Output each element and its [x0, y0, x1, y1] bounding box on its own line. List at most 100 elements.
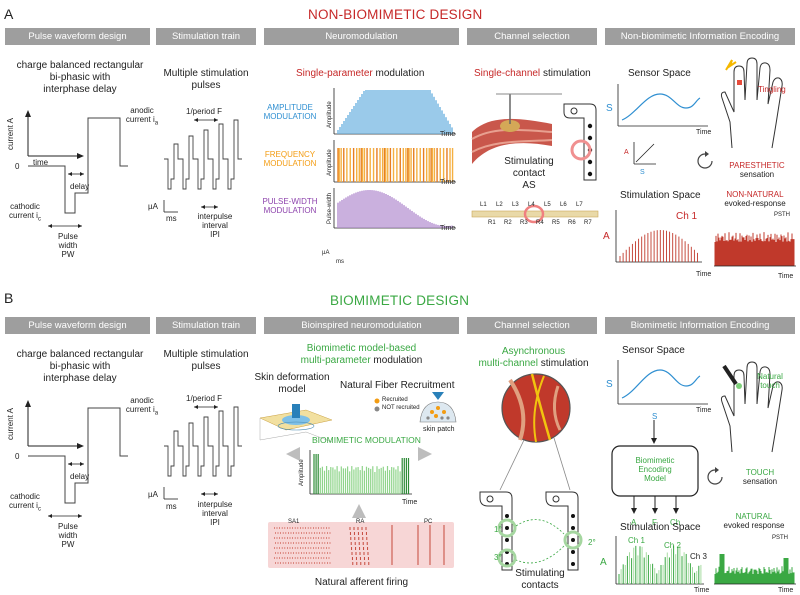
anodic-label-b: anodic current ia	[125, 396, 159, 417]
non-natural-label-a: NON-NATURAL evoked-response	[724, 190, 786, 208]
pulse-width-modulation-label: PULSE-WIDTH MODULATION	[262, 197, 318, 215]
sensor-time-b: Time	[696, 407, 712, 414]
freq-axis-a: Amplitude	[327, 149, 333, 176]
section-a-letter: A	[4, 6, 14, 22]
psth-bars-b	[714, 554, 795, 584]
delay-label-b: delay	[70, 472, 90, 481]
header-neuromodulation-b: Bioinspired neuromodulation	[264, 317, 459, 334]
train-desc-b: Multiple stimulation pulses	[163, 349, 249, 372]
first-contact-label: 1°	[494, 525, 502, 534]
biomimetic-modulation-label: BIOMIMETIC MODULATION	[312, 435, 421, 445]
zero-label-a: 0	[15, 162, 20, 171]
stim-space-label-b: Stimulation Space	[620, 522, 701, 533]
psth-label-a: PSTH	[774, 212, 791, 218]
tingling-label-a: Tingling	[758, 85, 786, 94]
ms-label-a: ms	[166, 214, 177, 223]
section-b-letter: B	[4, 290, 14, 306]
pc-label: PC	[424, 519, 433, 525]
not-recruited-label: NOT recruited	[382, 405, 420, 411]
s-label-b: S	[606, 379, 613, 390]
stimulation-train-b	[163, 405, 242, 500]
header-channel-selection-b: Channel selection	[467, 317, 597, 334]
touch-label-b: TOUCH sensation	[742, 468, 778, 486]
header-neuromodulation-a: Neuromodulation	[264, 28, 459, 45]
stim-time-b: Time	[694, 587, 710, 594]
cathodic-label-a: cathodic current ic	[9, 202, 41, 223]
third-contact-label: 3°	[494, 553, 502, 562]
ms-label-neuro-a: ms	[336, 259, 344, 265]
pw-time-a: Time	[440, 225, 456, 232]
second-contact-label: 2°	[588, 538, 596, 547]
header-pulse-waveform-a: Pulse waveform design	[5, 28, 150, 45]
paresthetic-label-a: PARESTHETIC sensation	[729, 161, 785, 179]
sensor-space-label-a: Sensor Space	[628, 68, 691, 79]
skin-patch-label: skin patch	[423, 426, 455, 433]
section-b-title: BIOMIMETIC DESIGN	[330, 293, 470, 308]
header-stimulation-train-a: Stimulation train	[156, 28, 256, 45]
stim-space-label-a: Stimulation Space	[620, 190, 701, 201]
skin-model-label-b: Skin deformation model	[254, 372, 330, 395]
arrow-to-model	[651, 420, 657, 444]
sa1-label: SA1	[288, 519, 300, 525]
afferent-raster-marks	[274, 525, 445, 565]
neuro-subtitle-b: Biomimetic model-based multi-parameter m…	[300, 343, 423, 366]
pulse-waveform-b	[25, 400, 128, 518]
header-encoding-a: Non-biomimetic Information Encoding	[605, 28, 795, 45]
ipi-label-a: interpulse interval IPI	[197, 212, 233, 239]
neuro-plots-a	[333, 88, 456, 229]
electrode-strip-a	[471, 204, 599, 224]
sensor-time-a: Time	[696, 129, 712, 136]
stim-space-plot-a	[615, 210, 702, 263]
channel-subtitle-a: Single-channel stimulation	[474, 68, 591, 79]
psth-time-b: Time	[778, 587, 794, 594]
zero-label-b: 0	[15, 452, 20, 461]
pulse-waveform-a	[25, 110, 128, 228]
pw-axis-a: Pulse-width	[327, 192, 333, 224]
nerve-electrode-illustration-a	[471, 93, 597, 181]
pulse-desc-a: charge balanced rectangular bi-phasic wi…	[16, 60, 144, 95]
psth-plot-a	[714, 232, 796, 267]
ra-label: RA	[356, 519, 365, 525]
period-label-a: 1/period F	[186, 107, 223, 116]
amplitude-bars	[337, 90, 453, 134]
a-label-stim-a: A	[603, 231, 610, 242]
psth-plot-b	[714, 554, 796, 585]
up-triangle-arrow	[352, 504, 366, 518]
stim-space-bars-a	[619, 230, 698, 262]
sensor-space-plot-b	[617, 360, 708, 405]
bio-time: Time	[402, 499, 418, 506]
afferent-raster	[268, 522, 454, 568]
psth-label-b: PSTH	[772, 535, 789, 541]
stim-time-a: Time	[696, 271, 712, 278]
hand-illustration-b	[720, 361, 783, 453]
ch3-label-b: Ch 3	[690, 552, 707, 561]
natural-touch-label: Natural touch	[757, 372, 783, 390]
ua-label-b: µA	[148, 490, 158, 499]
s-arrow-label-b: S	[652, 412, 658, 421]
mapping-icon-a	[633, 142, 656, 165]
header-pulse-waveform-b: Pulse waveform design	[5, 317, 150, 334]
anodic-label-a: anodic current ia	[125, 106, 159, 127]
period-label-b: 1/period F	[186, 394, 223, 403]
cycle-arrow-b	[707, 467, 723, 485]
cycle-arrow-a	[697, 151, 713, 169]
biomimetic-modulation-bars	[313, 454, 410, 494]
recruited-label: Recruited	[382, 397, 408, 403]
s-mapping-label-a: S	[640, 169, 645, 176]
header-channel-selection-a: Channel selection	[467, 28, 597, 45]
stim-space-bars-b	[618, 545, 702, 584]
pulse-width-label-b: Pulse width PW	[57, 522, 78, 549]
header-encoding-b: Biomimetic Information Encoding	[605, 317, 795, 334]
header-stimulation-train-b: Stimulation train	[156, 317, 256, 334]
a-mapping-label-a: A	[624, 149, 629, 156]
legend-recruited-dot	[374, 398, 380, 404]
amp-axis-a: Amplitude	[327, 101, 333, 128]
frequency-bars	[337, 148, 454, 182]
frequency-modulation-label: FREQUENCY MODULATION	[263, 150, 317, 168]
ch2-label-b: Ch 2	[664, 541, 681, 550]
channel-subtitle-b: Asynchronous multi-channel stimulation	[478, 346, 589, 369]
time-label-a: time	[33, 158, 49, 167]
legend-not-recruited-dot	[374, 406, 380, 412]
bio-amp-axis: Amplitude	[299, 459, 305, 486]
